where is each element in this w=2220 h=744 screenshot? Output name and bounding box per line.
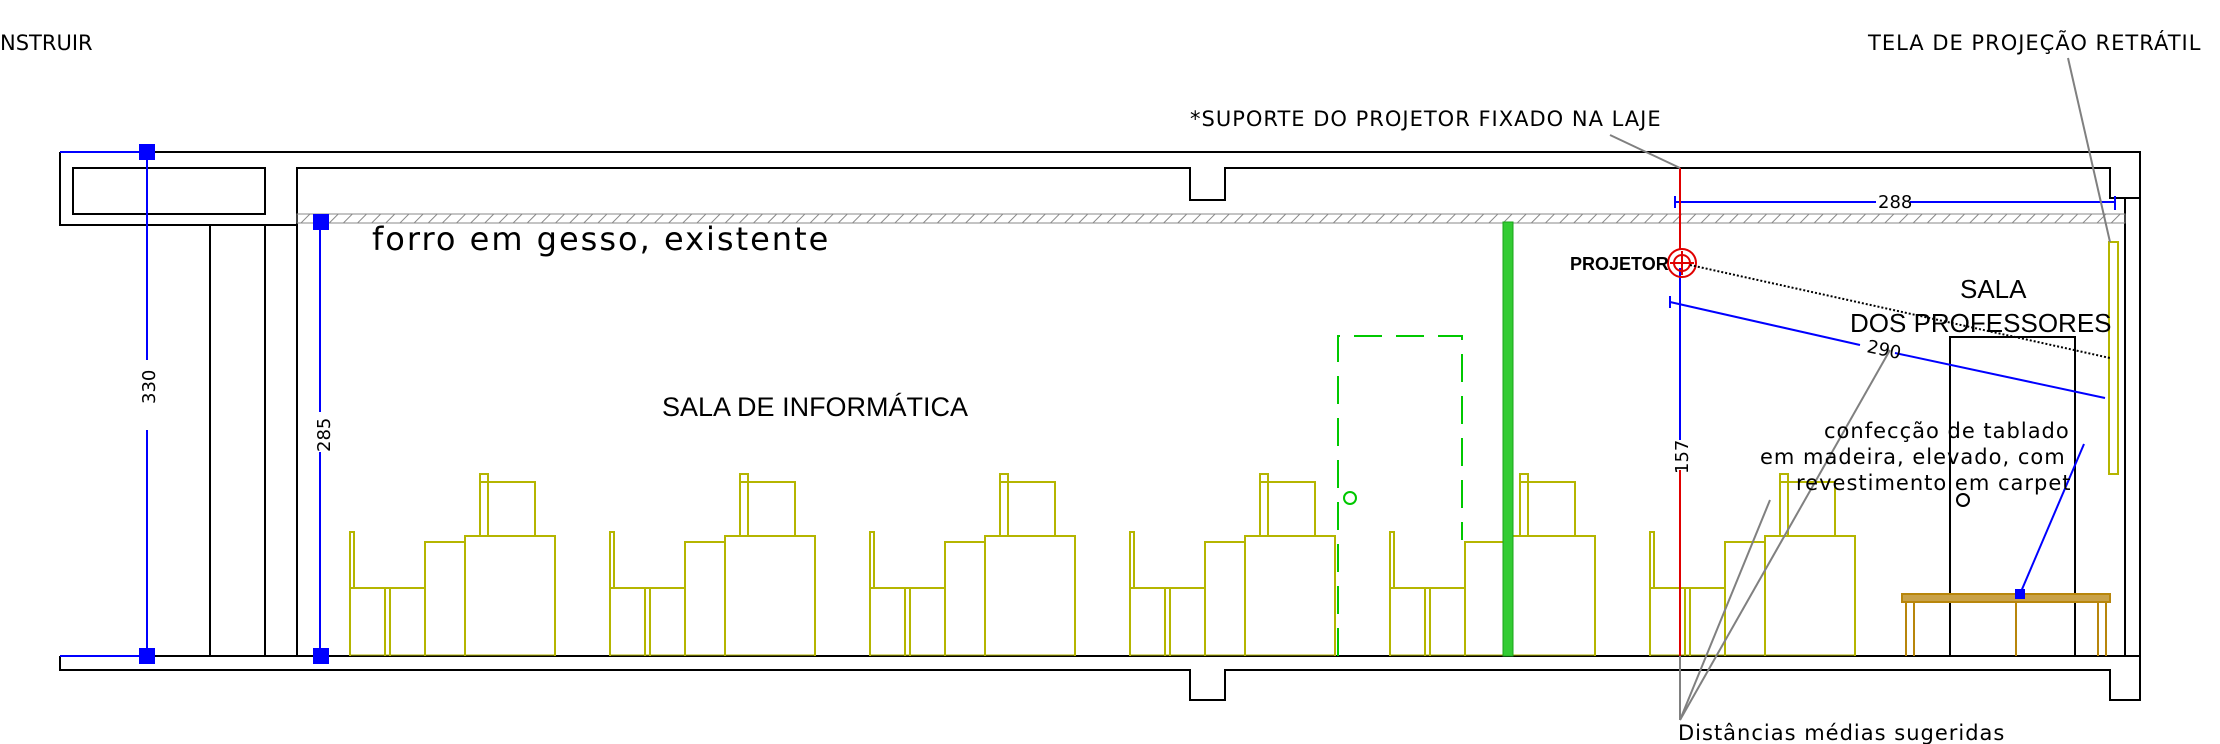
- partition-wall: [1502, 221, 1514, 657]
- dimension-285-text: 285: [314, 418, 335, 452]
- dimension-330: [60, 144, 155, 664]
- label-sala-informatica: SALA DE INFORMÁTICA: [662, 392, 968, 422]
- label-sala-professores-1: SALA: [1960, 274, 2027, 304]
- label-construir: NSTRUIR: [0, 31, 93, 55]
- workstation: [609, 473, 816, 656]
- dimension-330-text: 330: [139, 370, 160, 404]
- label-sala-professores-2: DOS PROFESSORES: [1850, 308, 2112, 338]
- label-tablado-3: revestimento em carpet: [1796, 471, 2071, 495]
- workstation: [1389, 473, 1596, 656]
- computer-workstations: [349, 473, 1856, 656]
- projection-screen: [2108, 241, 2119, 475]
- label-tablado-2: em madeira, elevado, com: [1760, 445, 2066, 469]
- workstation: [1649, 473, 1856, 656]
- label-distancias: Distâncias médias sugeridas: [1678, 721, 2005, 744]
- platform-leader: [2015, 443, 2085, 599]
- dimension-288-text: 288: [1878, 192, 1912, 213]
- door-knob: [1343, 491, 1357, 505]
- raised-platform: [1901, 593, 2111, 656]
- workstation: [349, 473, 556, 656]
- workstation: [869, 473, 1076, 656]
- label-suporte-projetor: *SUPORTE DO PROJETOR FIXADO NA LAJE: [1190, 107, 1662, 131]
- dimension-288: [1674, 196, 2116, 210]
- workstation: [1129, 473, 1336, 656]
- projector-icon: [1667, 248, 1697, 278]
- leader-lines: [1609, 57, 2111, 721]
- label-tela-projecao: TELA DE PROJEÇÃO RETRÁTIL: [1867, 29, 2201, 55]
- label-tablado-1: confecção de tablado: [1824, 419, 2070, 443]
- gypsum-ceiling: [296, 213, 2126, 224]
- label-forro: forro em gesso, existente: [372, 220, 830, 258]
- door-dashed: [1337, 335, 1463, 656]
- dimension-285: [313, 214, 329, 664]
- dimension-157-text: 157: [1672, 440, 1693, 474]
- label-projetor: PROJETOR: [1570, 254, 1669, 274]
- dimension-290: [1669, 296, 2106, 399]
- building-structure: [59, 151, 2141, 701]
